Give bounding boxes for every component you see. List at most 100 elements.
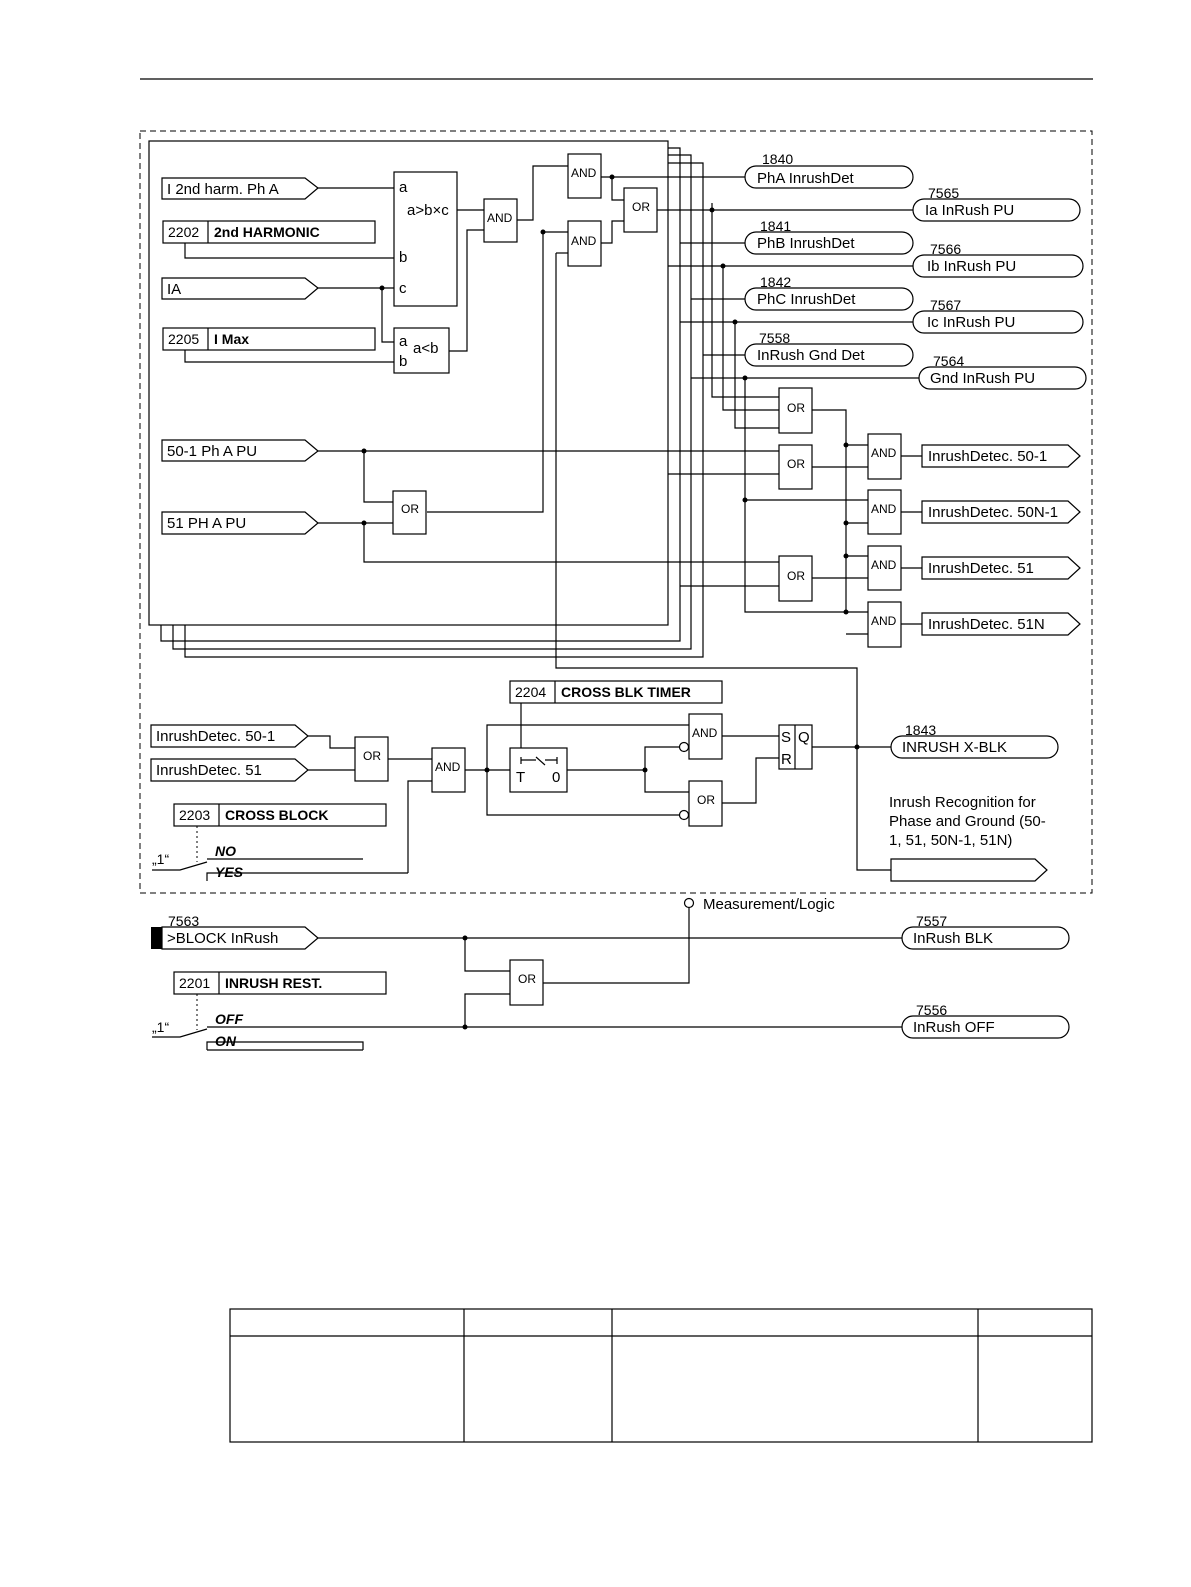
svg-text:AND: AND [487,211,513,225]
svg-text:AND: AND [871,558,897,572]
input-2nd-harm-label: I 2nd harm. Ph A [167,181,279,198]
pickup-wires [318,448,779,587]
svg-text:AND: AND [871,446,897,460]
svg-text:1842: 1842 [760,274,791,290]
or-gate-51: OR [778,555,813,602]
svg-text:OR: OR [363,749,381,763]
output-inrushdetec-51n-label: InrushDetec. 51N [928,616,1045,633]
svg-text:„1“: „1“ [152,851,169,867]
svg-text:2201: 2201 [179,975,210,991]
svg-text:Measurement/Logic: Measurement/Logic [703,896,835,913]
output-inrushdetec-50-1-label: InrushDetec. 50-1 [928,448,1047,465]
or-gate-crossblock: OR [354,736,389,782]
or-gate-50-1: OR [778,444,813,490]
svg-text:7557: 7557 [916,913,947,929]
or-gate-timer: OR [688,780,723,827]
stack-wires [427,165,913,745]
svg-text:a>b×c: a>b×c [407,202,449,219]
svg-text:7565: 7565 [928,185,959,201]
svg-text:7566: 7566 [930,241,961,257]
input-ia-label: IA [167,281,181,298]
svg-text:OFF: OFF [215,1011,243,1027]
svg-text:OR: OR [787,457,805,471]
setting-2202-box: 2202 2nd HARMONIC [162,220,376,244]
input-cb-51-label: InrushDetec. 51 [156,762,262,779]
output-7566: 7566 Ib InRush PU [912,241,1084,278]
svg-text:PhC InrushDet: PhC InrushDet [757,291,856,308]
and-gate-top: AND [567,153,602,199]
svg-text:OR: OR [787,569,805,583]
setting-2203-box: 2203 CROSS BLOCK [173,803,387,827]
svg-text:7567: 7567 [930,297,961,313]
svg-text:OR: OR [401,502,419,516]
svg-text:1840: 1840 [762,151,793,167]
and-gate-50-1: AND [867,433,902,480]
svg-text:7564: 7564 [933,353,964,369]
svg-text:OR: OR [697,793,715,807]
svg-text:InRush BLK: InRush BLK [913,930,993,947]
inrush-recognition-flag [890,858,1048,882]
block-wires [318,935,902,1030]
svg-text:OR: OR [518,972,536,986]
svg-text:CROSS BLOCK: CROSS BLOCK [225,807,328,823]
or-gate-pickup: OR [392,490,427,535]
svg-text:S: S [781,729,791,746]
input-2nd-harm-flag [161,177,319,200]
svg-text:b: b [399,249,407,266]
setting-2204-box: 2204 CROSS BLK TIMER [509,680,723,704]
measurement-logic-connector: Measurement/Logic [543,896,835,984]
output-1843: 1843 INRUSH X-BLK [890,722,1059,759]
output-inrushdetec-50n-1-flag [921,500,1081,524]
input-cb-51-flag [150,758,309,782]
phase-bus-wires [668,203,919,613]
or-gate-phase: OR [623,187,658,233]
detection-output-wires [901,455,922,625]
input-wires [184,187,394,363]
svg-text:AND: AND [692,726,718,740]
input-cb-50-1-flag [150,724,309,748]
svg-text:YES: YES [215,864,244,880]
output-inrushdetec-51n-flag [921,612,1081,636]
output-inrushdetec-50n-1-label: InrushDetec. 50N-1 [928,504,1058,521]
right-or-wires [812,409,868,635]
input-ia-flag [161,277,319,300]
svg-text:NO: NO [215,843,236,859]
svg-text:a: a [399,179,408,196]
input-51-label: 51 PH A PU [167,515,246,532]
svg-text:Ic InRush PU: Ic InRush PU [927,314,1015,331]
svg-text:AND: AND [871,614,897,628]
or-gate-phase-combine: OR [778,387,813,434]
svg-text:R: R [781,751,792,768]
svg-text:c: c [399,280,407,297]
svg-text:Inrush Recognition for: Inrush Recognition for [889,794,1036,811]
svg-text:OR: OR [632,200,650,214]
input-50-1-flag [161,439,319,462]
svg-text:Gnd InRush PU: Gnd InRush PU [930,370,1035,387]
svg-text:Ia InRush PU: Ia InRush PU [925,202,1014,219]
input-block-inrush: 7563 >BLOCK InRush [151,913,319,950]
and-gate-crossblock: AND [431,747,466,793]
svg-text:2204: 2204 [515,684,546,700]
input-51-flag [161,511,319,535]
svg-text:2203: 2203 [179,807,210,823]
measurement-logic-boundary [139,130,1093,894]
input-cb-50-1-label: InrushDetec. 50-1 [156,728,275,745]
output-7564: 7564 Gnd InRush PU [918,353,1087,390]
svg-text:2202: 2202 [168,224,199,240]
svg-text:b: b [399,353,407,370]
crossblock-switch: „1“ NO YES [152,826,408,881]
svg-text:Ib InRush PU: Ib InRush PU [927,258,1016,275]
svg-text:a: a [399,333,408,350]
svg-text:0: 0 [552,769,560,786]
svg-text:7558: 7558 [759,330,790,346]
svg-text:2205: 2205 [168,331,199,347]
svg-text:T: T [516,769,525,786]
svg-text:PhB InrushDet: PhB InrushDet [757,235,855,252]
output-7556: 7556 InRush OFF [901,1002,1070,1039]
output-1842: 1842 PhC InrushDet [744,274,914,311]
restraint-switch: „1“ OFF ON [152,994,902,1051]
svg-text:2nd HARMONIC: 2nd HARMONIC [214,224,320,240]
sr-flip-flop: S R Q [778,724,813,770]
output-1840: 1840 PhA InrushDet [744,151,914,189]
